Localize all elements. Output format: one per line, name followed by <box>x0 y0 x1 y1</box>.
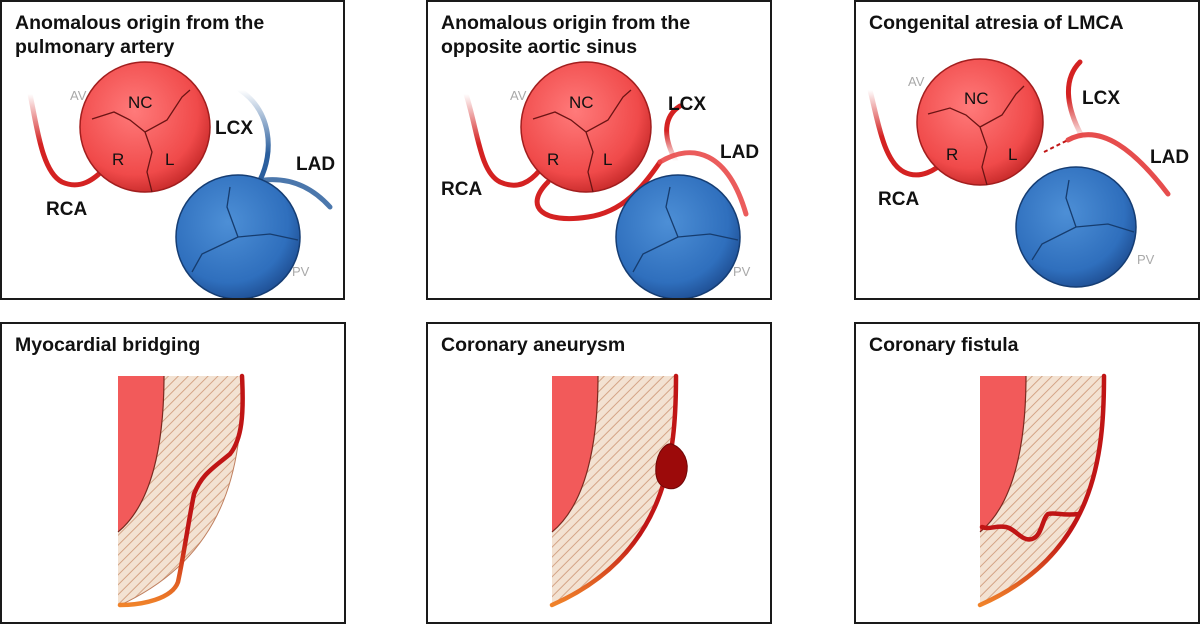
ventricular-cavity <box>552 376 598 532</box>
lcx-label: LCX <box>668 94 706 115</box>
aortic-valve <box>916 58 1044 186</box>
rca-vessel <box>27 91 109 188</box>
l-cusp-label: L <box>603 150 612 169</box>
panel-title: Congenital atresia of LMCA <box>869 12 1124 34</box>
panel-congenital-atresia-lmca: AV NC R L PV RCA LCX LAD Congenital atre… <box>854 0 1200 300</box>
pv-commissures <box>191 186 299 273</box>
rca-vessel <box>463 91 543 188</box>
diagram-anomalous-origin-aortic-sinus: AV NC R L PV RCA LCX LAD <box>441 61 759 298</box>
av-commissures <box>927 85 1025 186</box>
diagram-myocardial-bridging <box>117 373 245 608</box>
pv-commissures <box>632 186 739 273</box>
lcx-label: LCX <box>1082 88 1120 109</box>
lcx-vessel <box>1066 59 1087 143</box>
lad-vessel <box>657 150 749 217</box>
panel-title: Coronary aneurysm <box>441 334 626 356</box>
rca-vessel <box>867 87 949 178</box>
coronary-vessel <box>549 373 679 608</box>
rca-label: RCA <box>441 179 482 200</box>
av-commissures <box>91 89 191 193</box>
aortic-valve <box>520 61 652 193</box>
panel-title: Anomalous origin from the opposite aorti… <box>441 12 691 58</box>
panel-anomalous-origin-aortic-sinus: AV NC R L PV RCA LCX LAD Anomalous origi… <box>426 0 772 300</box>
panel-title: Coronary fistula <box>869 334 1019 356</box>
panel-title: Anomalous origin from the pulmonary arte… <box>15 12 265 58</box>
coronary-vessel <box>977 373 1107 608</box>
lcx-label: LCX <box>215 118 253 139</box>
rca-label: RCA <box>878 189 919 210</box>
panel-anomalous-origin-pulmonary: AV NC R L PV RCA LCX LAD Anomalous origi… <box>0 0 345 300</box>
l-cusp-label: L <box>1008 145 1017 164</box>
diagram-coronary-fistula <box>977 373 1107 608</box>
lad-label: LAD <box>1150 147 1189 168</box>
pv-label: PV <box>733 264 751 279</box>
lad-vessel <box>1065 132 1171 197</box>
panel-myocardial-bridging: Myocardial bridging <box>0 322 346 624</box>
rca-label: RCA <box>46 199 87 220</box>
bridged-coronary-vessel <box>117 373 245 608</box>
left-main-anomalous-course <box>534 159 663 222</box>
atretic-lmca <box>1043 139 1069 153</box>
lad-label: LAD <box>296 154 335 175</box>
diagram-anomalous-origin-pulmonary: AV NC R L PV RCA LCX LAD <box>27 61 335 298</box>
lcx-vessel <box>237 87 271 183</box>
av-label: AV <box>70 88 87 103</box>
av-label: AV <box>510 88 527 103</box>
aortic-valve <box>79 61 211 193</box>
nc-cusp-label: NC <box>128 93 153 112</box>
av-label: AV <box>908 74 925 89</box>
l-cusp-label: L <box>165 150 174 169</box>
pv-commissures <box>1031 179 1135 261</box>
ventricular-cavity <box>118 376 164 532</box>
lad-label: LAD <box>720 142 759 163</box>
panel-coronary-fistula: Coronary fistula <box>854 322 1200 624</box>
diagram-congenital-atresia-lmca: AV NC R L PV RCA LCX LAD <box>867 58 1189 288</box>
nc-cusp-label: NC <box>569 93 594 112</box>
r-cusp-label: R <box>112 150 124 169</box>
aneurysm <box>655 443 688 490</box>
r-cusp-label: R <box>946 145 958 164</box>
av-commissures <box>532 89 632 193</box>
panel-coronary-aneurysm: Coronary aneurysm <box>426 322 772 624</box>
ventricular-cavity <box>980 376 1026 532</box>
panel-title: Myocardial bridging <box>15 334 201 356</box>
diagram-coronary-aneurysm <box>549 373 688 608</box>
pv-label: PV <box>1137 252 1155 267</box>
pv-label: PV <box>292 264 310 279</box>
fistula-tract <box>979 511 1082 542</box>
r-cusp-label: R <box>547 150 559 169</box>
nc-cusp-label: NC <box>964 89 989 108</box>
